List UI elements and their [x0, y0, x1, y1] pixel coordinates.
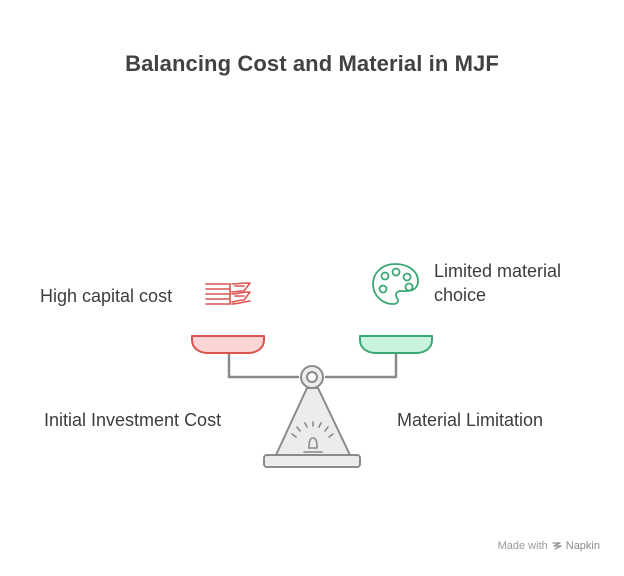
watermark-brand: Napkin: [565, 540, 600, 552]
right-bottom-label: Material Limitation: [397, 410, 544, 430]
palette-icon: [372, 263, 419, 305]
scale-gauge: [291, 421, 334, 453]
watermark-prefix: Made with: [497, 540, 548, 552]
right-pan: [359, 335, 433, 354]
right-top-label: Limited material choice: [434, 261, 562, 305]
left-top-label: High capital cost: [40, 286, 173, 306]
watermark: Made with Napkin: [498, 540, 600, 552]
scale-base: [263, 454, 361, 468]
money-stack-icon: [205, 282, 251, 305]
scale-pivot-inner: [306, 371, 318, 383]
napkin-logo-icon: [552, 542, 562, 550]
page-title: Balancing Cost and Material in MJF: [125, 51, 499, 76]
left-bottom-label: Initial Investment Cost: [44, 410, 222, 430]
left-pan: [191, 335, 265, 354]
scale-beam: [227, 351, 398, 379]
